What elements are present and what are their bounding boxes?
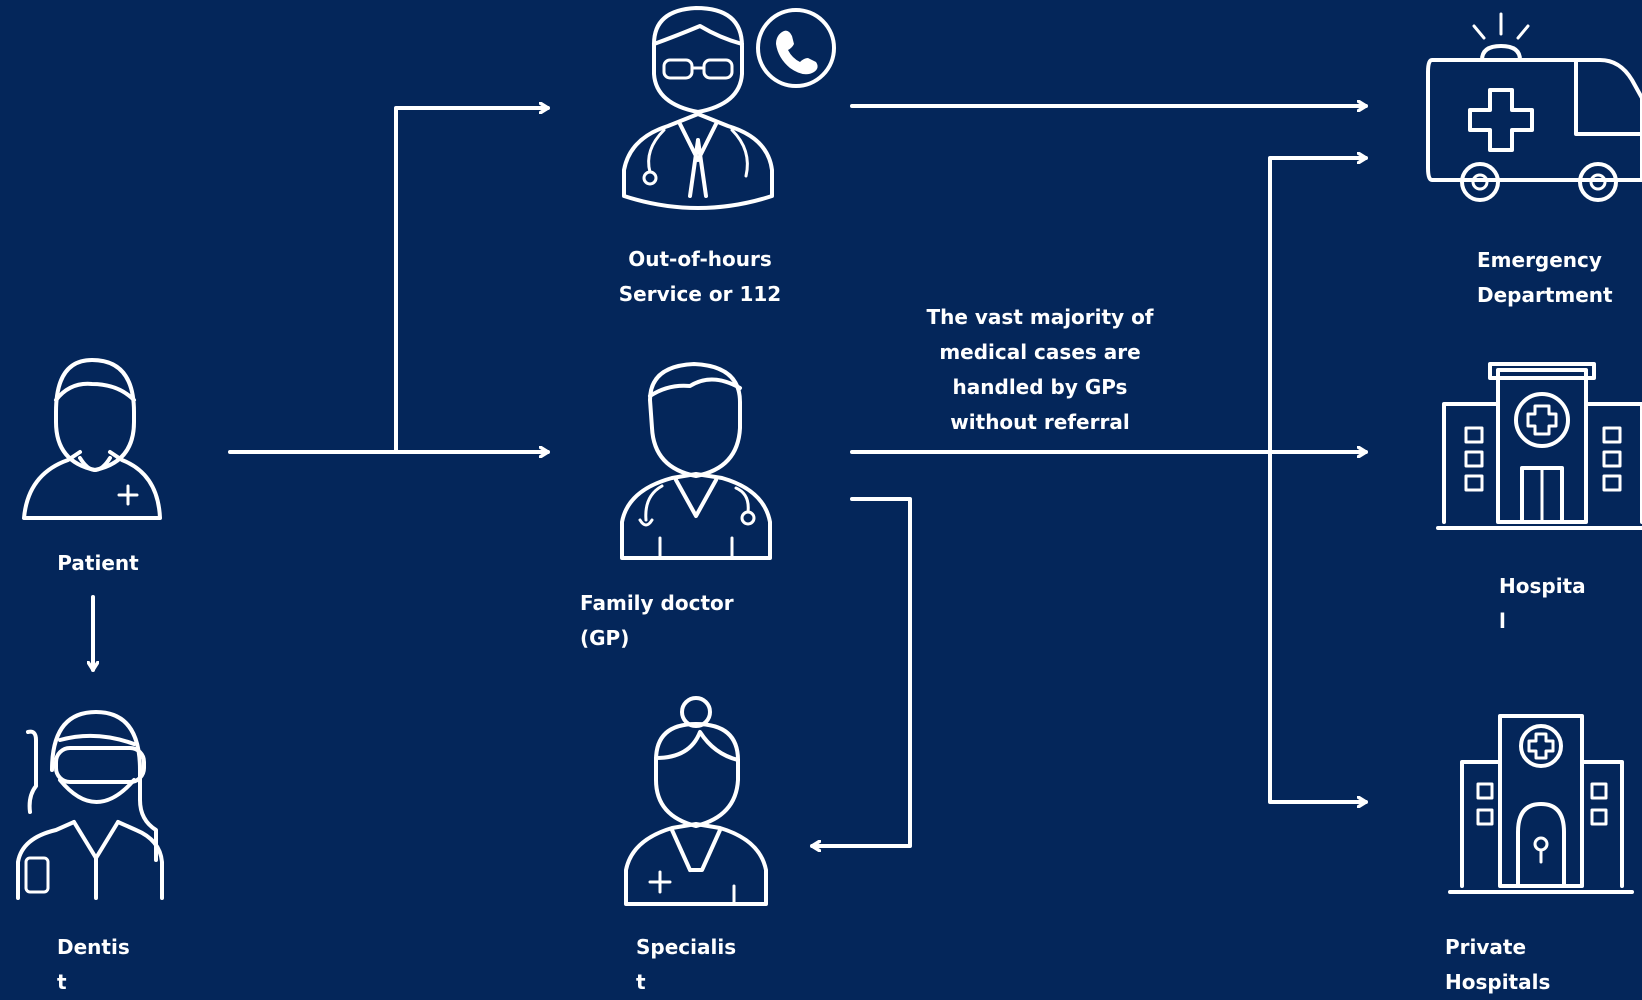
hospital-label-line1: Hospita (1499, 574, 1586, 598)
emergency-label-line2: Department (1477, 283, 1613, 307)
connectors (93, 106, 1368, 846)
out-of-hours-label-line2: Service or 112 (618, 282, 782, 306)
private-hospitals-label-line1: Private (1445, 935, 1527, 959)
private-hospitals-label-line2: Hospitals (1445, 970, 1551, 994)
private-hospital-icon (1448, 714, 1634, 894)
hospital-icon (1436, 362, 1642, 530)
specialist-label-line1: Specialis (636, 935, 737, 959)
gp-annotation-line2: medical cases are (939, 340, 1141, 364)
emergency-label: Emergency Department (1477, 243, 1613, 313)
gp-annotation: The vast majority of medical cases are h… (900, 300, 1180, 440)
specialist-icon (624, 696, 768, 906)
doctor-phone-icon (622, 6, 836, 210)
arrow-gp-to-specialist (810, 497, 912, 846)
dentist-label-line2: t (57, 970, 67, 994)
out-of-hours-label-line1: Out-of-hours (628, 247, 772, 271)
ambulance-icon (1426, 12, 1642, 202)
family-doctor-label-line1: Family doctor (580, 591, 734, 615)
dentist-icon (16, 710, 164, 900)
patient-label-text: Patient (57, 551, 139, 575)
arrow-gp-to-emergency-and-private (1268, 158, 1368, 454)
hospital-label-line2: l (1499, 609, 1506, 633)
gp-annotation-line4: without referral (950, 410, 1130, 434)
private-hospitals-label: Private Hospitals (1445, 930, 1550, 1000)
family-doctor-label: Family doctor (GP) (580, 586, 734, 656)
family-doctor-icon (620, 362, 772, 560)
hospital-label: Hospita l (1499, 569, 1586, 639)
specialist-label-line2: t (636, 970, 646, 994)
gp-annotation-line1: The vast majority of (926, 305, 1154, 329)
arrow-patient-to-out-of-hours (394, 108, 550, 454)
dentist-label: Dentis t (57, 930, 130, 1000)
patient-icon (22, 358, 162, 520)
family-doctor-label-line2: (GP) (580, 626, 630, 650)
out-of-hours-label: Out-of-hours Service or 112 (600, 242, 800, 312)
patient-label: Patient (40, 546, 156, 581)
dentist-label-line1: Dentis (57, 935, 130, 959)
arrow-gp-to-private-hospitals (1268, 450, 1368, 802)
emergency-label-line1: Emergency (1477, 248, 1602, 272)
specialist-label: Specialis t (636, 930, 736, 1000)
gp-annotation-line3: handled by GPs (952, 375, 1128, 399)
